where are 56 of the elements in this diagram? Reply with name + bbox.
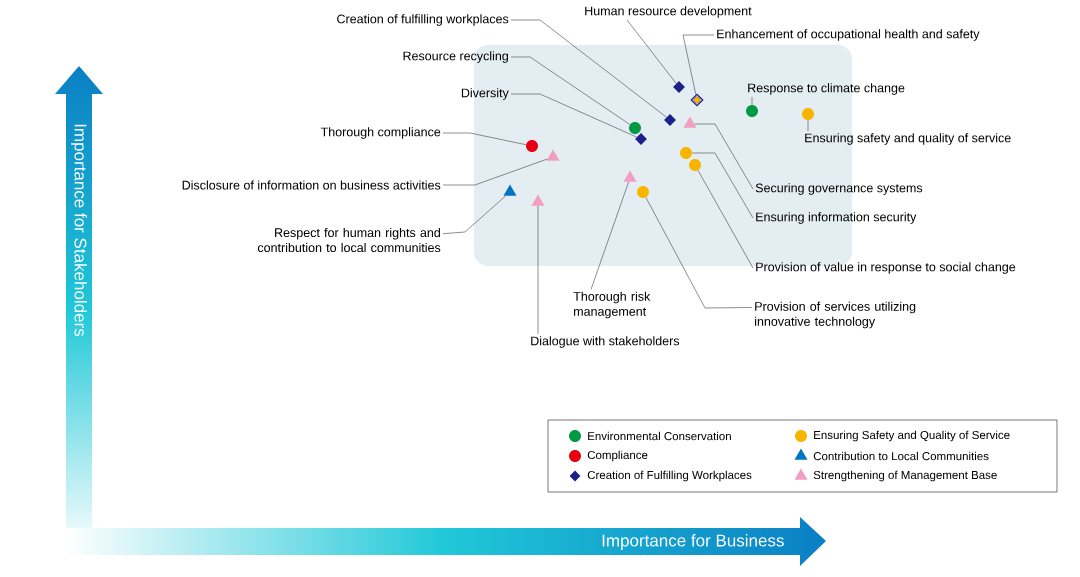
item-label: Respect for human rights and contribution to local communities [257,227,441,253]
item-label: Ensuring information security [756,212,917,224]
data-marker [664,114,676,126]
leader-line [751,96,753,106]
item-label: Human resource development [585,6,752,18]
item-label: Creation of fulfilling workplaces [337,14,509,26]
leader-line [537,205,539,335]
item-label: Ensuring safety and quality of service [805,133,1011,145]
item-label: Securing governance systems [755,183,923,195]
leader-line [510,56,631,125]
axis-label: Importance for Business [602,534,784,550]
leader-line [807,119,809,132]
data-marker [680,147,692,159]
leader-line [442,132,527,145]
leader-line [590,181,629,290]
item-label: Response to climate change [748,83,905,95]
leader-line [697,170,754,269]
data-marker [746,105,758,117]
leader-line [442,195,506,234]
item-label: Provision of value in response to social change [756,262,1016,274]
item-label: Provision of services utilizing innovative technology [755,301,916,329]
data-marker [635,133,647,145]
leader-line [682,34,715,95]
item-label: Enhancement of occupational health and safety [717,29,980,41]
item-label: Resource recycling [403,51,508,63]
item-label: Diversity [461,88,509,100]
leader-line [626,19,677,84]
data-marker [503,184,517,196]
axis-label: Importance for Stakeholders [71,124,87,337]
legend-label: Compliance [587,450,648,462]
data-marker [683,116,697,128]
data-marker [629,122,641,134]
legend-label: Environmental Conservation [588,431,731,441]
leader-line [510,19,667,118]
legend-label: Strengthening of Management Base [813,470,997,482]
legend-label: Ensuring Safety and Quality of Service [814,430,1010,442]
data-marker [526,140,538,152]
data-marker [531,194,545,206]
data-marker [546,149,560,161]
legend-label: Contribution to Local Communities [813,451,989,461]
item-label: Thorough risk management [573,291,651,319]
legend-label: Creation of Fulfilling Workplaces [587,470,752,482]
data-marker [623,170,637,182]
item-label: Disclosure of information on business activities [182,180,441,190]
leader-line [694,123,754,190]
data-marker [690,93,704,107]
data-marker [637,186,649,198]
leader-line [442,158,548,186]
item-label: Thorough compliance [320,127,441,139]
data-marker [802,108,814,120]
data-marker [673,81,685,93]
leader-line [691,152,754,219]
leader-line [645,197,753,309]
item-label: Dialogue with stakeholders [531,336,680,348]
leader-line [510,93,637,138]
data-marker [689,159,701,171]
